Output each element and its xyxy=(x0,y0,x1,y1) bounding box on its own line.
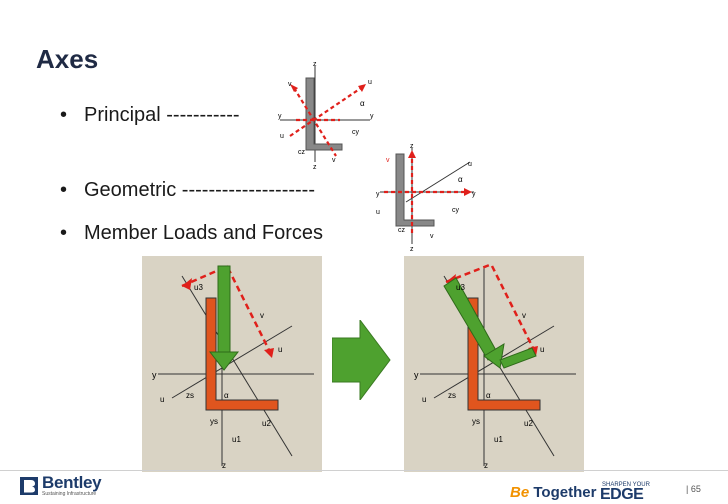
label-z: z xyxy=(222,461,226,470)
axis-label-v-bottom: v xyxy=(430,233,434,240)
label-u2: u2 xyxy=(524,419,533,428)
bullet-symbol: • xyxy=(60,179,68,201)
bullet-text: Geometric -------------------- xyxy=(84,179,316,201)
label-u-left: u xyxy=(422,395,426,404)
footer-divider xyxy=(0,470,728,471)
label-u2: u2 xyxy=(262,419,271,428)
bullet-principal: • Principal ----------- xyxy=(60,104,240,127)
page-number: | 65 xyxy=(686,484,701,494)
axis-label-u-left: u xyxy=(280,133,284,140)
slide-title: Axes xyxy=(36,44,99,74)
bentley-logo: Bentley Sustaining Infrastructure xyxy=(20,473,102,497)
be-word: Be xyxy=(510,484,530,501)
sharpen-your-text: SHARPEN YOUR xyxy=(602,482,650,488)
bentley-tagline: Sustaining Infrastructure xyxy=(42,491,97,497)
axis-label-v: v xyxy=(386,157,390,164)
axis-label-v-bottom: v xyxy=(332,157,336,164)
dimension-cy: cy xyxy=(452,207,460,214)
label-ys: ys xyxy=(210,417,218,426)
label-u1: u1 xyxy=(232,435,241,444)
dimension-cz: cz xyxy=(298,149,306,156)
axis-label-y-left: y xyxy=(376,191,380,198)
label-u1: u1 xyxy=(494,435,503,444)
axis-label-z-bottom: z xyxy=(313,164,317,170)
axis-label-v: v xyxy=(288,81,292,88)
bullet-text: Member Loads and Forces xyxy=(84,222,324,244)
bentley-b-icon xyxy=(20,476,38,495)
label-ys: ys xyxy=(472,417,480,426)
transition-arrow-icon xyxy=(332,320,391,400)
axis-label-y-right: y xyxy=(472,191,476,198)
label-u3: u3 xyxy=(194,283,203,292)
bullet-geometric: • Geometric -------------------- xyxy=(60,179,315,202)
principal-axes-diagram: z z u v y y u v α cy cz xyxy=(278,61,374,170)
axis-label-u: u xyxy=(468,161,472,168)
edge-logo: EDGE xyxy=(600,486,644,503)
geometric-axes-diagram: z z u v y y u v α cy cz xyxy=(376,143,476,252)
label-u3: u3 xyxy=(456,283,465,292)
label-zs: zs xyxy=(448,391,456,400)
label-u: u xyxy=(278,345,282,354)
label-y: y xyxy=(414,370,419,380)
label-y: y xyxy=(152,370,157,380)
label-alpha: α xyxy=(486,391,491,400)
label-u: u xyxy=(540,345,544,354)
label-u-left: u xyxy=(160,395,164,404)
dimension-cy: cy xyxy=(352,129,360,136)
be-together-logo: Be Together xyxy=(510,484,596,501)
axis-label-u-left: u xyxy=(376,209,380,216)
together-word: Together xyxy=(533,484,597,501)
label-v: v xyxy=(522,311,526,320)
bentley-wordmark: Bentley xyxy=(42,473,102,492)
bullet-symbol: • xyxy=(60,104,68,126)
label-v: v xyxy=(260,311,264,320)
bullet-text: Principal ----------- xyxy=(84,104,240,126)
dimension-cz: cz xyxy=(398,227,406,234)
axis-label-z-top: z xyxy=(410,143,414,150)
axis-label-z-bottom: z xyxy=(410,246,414,252)
label-alpha: α xyxy=(224,391,229,400)
label-zs: zs xyxy=(186,391,194,400)
axis-label-z-top: z xyxy=(313,61,317,68)
axis-label-y-left: y xyxy=(278,113,282,120)
angle-alpha: α xyxy=(458,175,463,184)
bullet-member-loads: • Member Loads and Forces xyxy=(60,222,323,245)
member-loads-diagram-left: u3 v u y u zs α ys u1 u2 z xyxy=(142,256,322,472)
label-z: z xyxy=(484,461,488,470)
angle-alpha: α xyxy=(360,99,365,108)
bullet-symbol: • xyxy=(60,222,68,244)
axis-label-u: u xyxy=(368,79,372,86)
axis-label-y-right: y xyxy=(370,113,374,120)
member-loads-diagram-right: u3 v u y u zs α ys u1 u2 z xyxy=(404,256,584,472)
